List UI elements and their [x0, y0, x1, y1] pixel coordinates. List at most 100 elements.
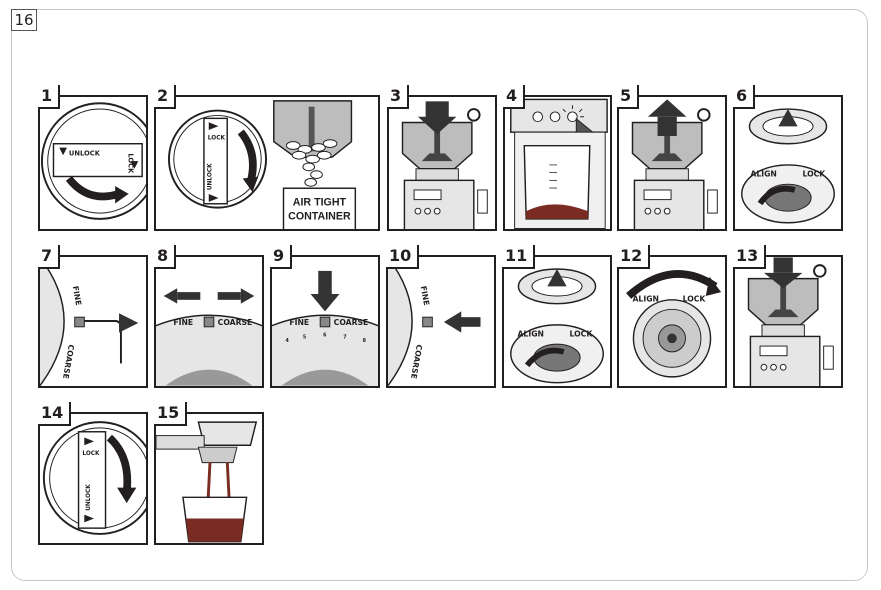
down-arrow-icon — [310, 294, 340, 312]
lock-hopper-illustration: LOCK UNLOCK — [42, 421, 146, 535]
rotate-arrow-icon — [524, 347, 565, 368]
step-9-panel: 9 FINE COARSE 4 5 6 7 8 — [270, 245, 380, 388]
brew-espresso-illustration — [156, 421, 258, 543]
air-tight-container — [282, 187, 357, 229]
lock-label: LOCK — [127, 153, 135, 174]
rotate-arrow-icon — [757, 185, 796, 206]
fine-label: FINE — [419, 285, 431, 306]
step-number: 15 — [154, 402, 188, 426]
rotate-arrow-icon — [65, 175, 121, 201]
step-4-panel: 4 — [503, 85, 612, 231]
lock-label: LOCK — [82, 451, 100, 457]
down-arrow-icon — [763, 272, 803, 289]
step-number: 10 — [386, 245, 420, 269]
refit-hopper-illustration — [747, 257, 834, 386]
step-2-panel: 2 LOCK UNLOCK AIR TIGHT C — [154, 85, 380, 231]
up-arrow-icon — [647, 99, 687, 117]
container-label-line1: AIR TIGHT — [293, 197, 347, 209]
step-number: 3 — [387, 85, 410, 109]
container-label-line2: CONTAINER — [288, 210, 351, 222]
step-5-panel: 5 — [617, 85, 727, 231]
set-grind-number-illustration: FINE COARSE 4 5 6 7 8 — [272, 270, 378, 386]
coarse-label: COARSE — [218, 318, 253, 327]
unlock-label: UNLOCK — [69, 149, 101, 157]
left-arrow-icon — [443, 311, 462, 333]
remove-upper-burr-illustration: ALIGN LOCK — [741, 108, 835, 224]
pull-burr-handle-illustration: FINE COARSE — [40, 257, 139, 386]
hopper-lock-dial-illustration: UNLOCK LOCK — [40, 102, 146, 220]
adjust-knob — [74, 316, 85, 328]
press-start-grind-illustration — [510, 98, 608, 229]
step-number: 7 — [38, 245, 61, 269]
page-frame — [11, 9, 868, 581]
unlock-label: UNLOCK — [86, 484, 92, 511]
coarse-label: COARSE — [61, 344, 76, 380]
svg-text:5: 5 — [303, 334, 306, 340]
step-number: 1 — [38, 85, 61, 109]
rotate-arrow-icon — [106, 434, 132, 492]
fine-label: FINE — [173, 318, 193, 327]
align-label: ALIGN — [750, 169, 776, 178]
fine-label: FINE — [289, 318, 309, 327]
step-number: 13 — [733, 245, 767, 269]
svg-text:6: 6 — [323, 332, 327, 338]
grinds-container — [523, 144, 591, 220]
step-12-panel: 12 ALIGN LOCK — [617, 245, 727, 388]
hopper-up-illustration — [631, 99, 718, 229]
coarse-label: COARSE — [409, 344, 424, 380]
lock-label: LOCK — [208, 136, 226, 142]
left-arrow-icon — [163, 288, 178, 304]
adjust-grind-size-illustration: FINE COARSE — [156, 288, 262, 386]
svg-text:4: 4 — [285, 338, 289, 344]
hopper-down-illustration — [401, 101, 488, 229]
lock-label: LOCK — [570, 329, 594, 338]
step-number: 4 — [503, 85, 526, 109]
step-10-panel: 10 FINE COARSE — [386, 245, 496, 388]
portafilter — [197, 421, 258, 446]
page-number: 16 — [11, 9, 37, 31]
coarse-label: COARSE — [334, 318, 369, 327]
remove-hopper-store-beans-illustration: LOCK UNLOCK AIR TIGHT CONTAINER — [168, 100, 357, 229]
coffee-beans-icon — [285, 139, 338, 187]
fine-label: FINE — [71, 285, 83, 306]
step-3-panel: 3 — [387, 85, 497, 231]
step-6-panel: 6 ALIGN LOCK — [733, 85, 843, 231]
step-number: 2 — [154, 85, 177, 109]
step-13-panel: 13 — [733, 245, 843, 388]
step-number: 9 — [270, 245, 293, 269]
lock-label: LOCK — [802, 169, 826, 178]
step-number: 14 — [38, 402, 72, 426]
step-15-panel: 15 — [154, 402, 264, 545]
rotate-arrow-icon — [626, 270, 718, 299]
step-11-panel: 11 ALIGN LOCK — [502, 245, 612, 388]
unlock-label: UNLOCK — [208, 163, 214, 190]
up-arrow-icon — [547, 268, 567, 287]
triangle-marker-icon — [59, 147, 67, 156]
svg-text:7: 7 — [343, 334, 346, 340]
right-arrow-icon — [240, 288, 255, 304]
right-arrow-icon — [119, 313, 139, 333]
grind-scale: 4 5 6 7 8 — [285, 332, 366, 344]
up-arrow-icon — [778, 109, 798, 127]
step-14-panel: 14 LOCK UNLOCK — [38, 402, 148, 545]
step-1-panel: 1 UNLOCK LOCK — [38, 85, 148, 231]
push-burr-handle-illustration: FINE COARSE — [388, 257, 481, 386]
step-number: 11 — [502, 245, 536, 269]
step-7-panel: 7 FINE COARSE — [38, 245, 148, 388]
down-arrow-icon — [425, 101, 449, 119]
adjust-knob — [203, 316, 215, 328]
step-number: 8 — [154, 245, 177, 269]
press-burst-icon — [562, 105, 584, 118]
align-label: ALIGN — [517, 329, 543, 338]
step-8-panel: 8 FINE COARSE — [154, 245, 264, 388]
lock-upper-burr-illustration: ALIGN LOCK — [626, 270, 722, 378]
svg-text:8: 8 — [363, 338, 367, 344]
step-number: 6 — [733, 85, 756, 109]
refit-upper-burr-illustration: ALIGN LOCK — [510, 268, 604, 384]
lock-label: LOCK — [683, 295, 707, 304]
adjust-knob — [422, 316, 433, 328]
adjust-knob — [319, 316, 331, 328]
align-label: ALIGN — [632, 295, 658, 304]
step-number: 12 — [617, 245, 651, 269]
step-number: 5 — [617, 85, 640, 109]
